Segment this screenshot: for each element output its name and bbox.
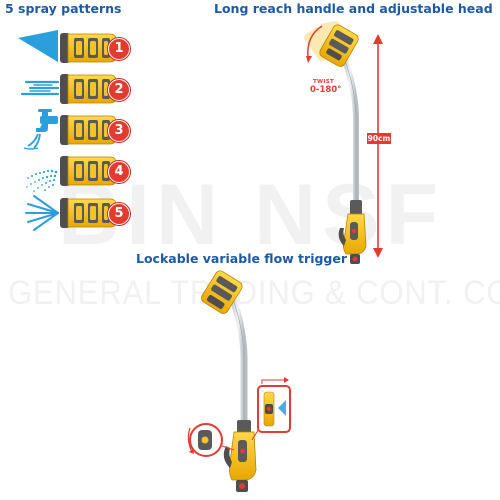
trigger-heading: Lockable variable flow trigger [136,251,348,266]
spray-pattern-badge-2: 2 [108,79,130,101]
trigger-lance [201,270,257,492]
spray-patterns-heading: 5 spray patterns [5,1,122,16]
length-measure-arrow [373,34,383,258]
spray-pattern-badge-1: 1 [108,38,130,60]
spray-pattern-badge-5: 5 [108,203,130,225]
trigger-lock-detail-callout [187,423,235,457]
length-label: 90cm [367,133,391,144]
spray-pattern-badge-3: 3 [108,120,130,142]
twist-range-label: 0-180° [310,85,342,95]
flow-control-detail-callout [251,377,291,441]
long-reach-heading: Long reach handle and adjustable head [214,1,493,16]
watermark-company: GENERAL TRADING & CONT. CO. [8,274,500,312]
tap-flow-icon [23,109,58,150]
shower-fan-icon [25,195,59,231]
mist-spray-icon [26,169,58,192]
jet-spray-icon [20,80,60,96]
cone-spray-icon [18,30,58,62]
twist-label: TWIST [313,79,335,85]
long-reach-lance [304,21,367,264]
spray-pattern-badge-4: 4 [108,161,130,183]
